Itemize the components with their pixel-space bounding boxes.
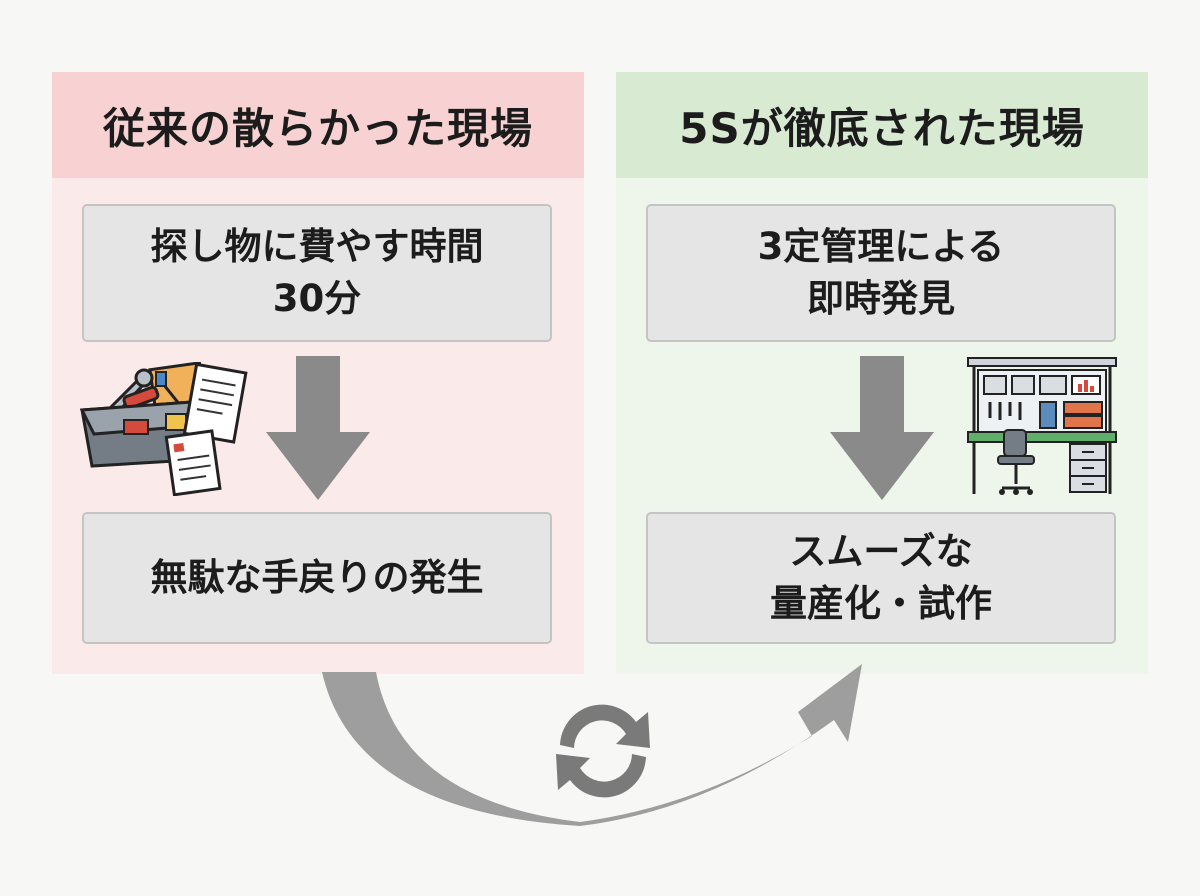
- box-3-fixed-line2: 即時発見: [807, 277, 955, 320]
- organized-workbench-icon: [967, 357, 1117, 495]
- box-search-time-line1: 探し物に費やす時間: [150, 225, 484, 269]
- panel-header-5s: 5Sが徹底された現場: [616, 72, 1148, 178]
- box-smooth-production: スムーズな 量産化・試作: [646, 512, 1116, 644]
- box-rework: 無駄な手戻りの発生: [82, 512, 552, 644]
- box-3-fixed-line1: 3定管理による: [757, 225, 1005, 269]
- box-rework-line1: 無駄な手戻りの発生: [150, 556, 484, 600]
- box-search-time-line2: 30分: [272, 277, 362, 320]
- box-smooth-production-line2: 量産化・試作: [770, 582, 992, 625]
- panel-traditional: 従来の散らかった現場 探し物に費やす時間 30分: [52, 72, 584, 674]
- box-search-time: 探し物に費やす時間 30分: [82, 204, 552, 342]
- down-arrow-icon: [830, 356, 934, 500]
- refresh-cycle-icon: [556, 704, 650, 798]
- box-smooth-production-line1: スムーズな: [789, 530, 973, 574]
- panel-header-traditional: 従来の散らかった現場: [52, 72, 584, 178]
- panel-5s: 5Sが徹底された現場 3定管理による 即時発見: [616, 72, 1148, 674]
- box-3-fixed: 3定管理による 即時発見: [646, 204, 1116, 342]
- messy-toolbox-icon: [80, 362, 248, 496]
- down-arrow-icon: [266, 356, 370, 500]
